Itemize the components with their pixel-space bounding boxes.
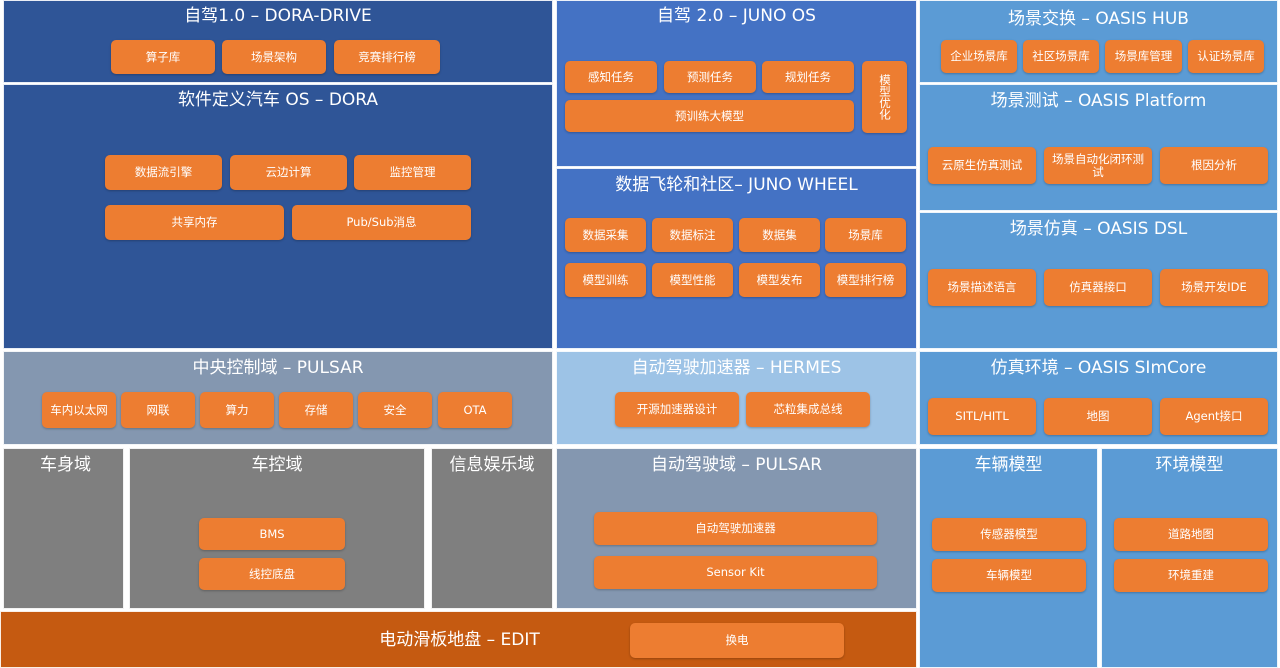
- vehicle-model-panel: 车辆模型 传感器模型 车辆模型: [919, 448, 1098, 668]
- open-accelerator-design-button[interactable]: 开源加速器设计: [615, 392, 739, 427]
- planning-task-button[interactable]: 规划任务: [762, 61, 854, 93]
- battery-swap-button[interactable]: 换电: [630, 623, 844, 658]
- bms-button[interactable]: BMS: [199, 518, 345, 550]
- vehicle-model-button[interactable]: 车辆模型: [932, 559, 1086, 592]
- pulsar-ad-panel: 自动驾驶域 – PULSAR 自动驾驶加速器 Sensor Kit: [556, 448, 917, 609]
- juno-wheel-title: 数据飞轮和社区– JUNO WHEEL: [615, 175, 858, 195]
- agent-interface-button[interactable]: Agent接口: [1160, 398, 1268, 435]
- scenario-closed-loop-test-button[interactable]: 场景自动化闭环测试: [1044, 147, 1152, 184]
- scenario-description-language-button[interactable]: 场景描述语言: [928, 269, 1036, 306]
- oasis-hub-panel: 场景交换 – OASIS HUB 企业场景库 社区场景库 场景库管理 认证场景库: [919, 0, 1278, 83]
- map-button[interactable]: 地图: [1044, 398, 1152, 435]
- ota-button[interactable]: OTA: [438, 392, 512, 428]
- hermes-panel: 自动驾驶加速器 – HERMES 开源加速器设计 芯粒集成总线: [556, 351, 917, 445]
- pretrained-model-button[interactable]: 预训练大模型: [565, 100, 854, 132]
- oasis-simcore-panel: 仿真环境 – OASIS SImCore SITL/HITL 地图 Agent接…: [919, 351, 1278, 445]
- shared-memory-button[interactable]: 共享内存: [105, 205, 284, 240]
- model-release-button[interactable]: 模型发布: [739, 263, 820, 297]
- chiplet-bus-button[interactable]: 芯粒集成总线: [746, 392, 870, 427]
- model-leaderboard-button[interactable]: 模型排行榜: [825, 263, 906, 297]
- enterprise-scenario-library-button[interactable]: 企业场景库: [941, 40, 1017, 73]
- infotainment-domain-title: 信息娱乐域: [449, 455, 535, 475]
- model-optimization-button[interactable]: 模型优化: [862, 61, 907, 133]
- simulator-interface-button[interactable]: 仿真器接口: [1044, 269, 1152, 306]
- hermes-title: 自动驾驶加速器 – HERMES: [631, 358, 842, 378]
- oasis-platform-title: 场景测试 – OASIS Platform: [990, 91, 1207, 111]
- env-model-panel: 环境模型 道路地图 环境重建: [1101, 448, 1278, 668]
- juno-os-title: 自驾 2.0 – JUNO OS: [657, 6, 816, 26]
- scenario-ide-button[interactable]: 场景开发IDE: [1160, 269, 1268, 306]
- root-cause-analysis-button[interactable]: 根因分析: [1160, 147, 1268, 184]
- juno-wheel-panel: 数据飞轮和社区– JUNO WHEEL 数据采集 数据标注 数据集 场景库 模型…: [556, 168, 917, 349]
- chassis-domain-title: 车控域: [251, 455, 303, 475]
- infotainment-domain-panel: 信息娱乐域: [431, 448, 553, 609]
- sensor-kit-button[interactable]: Sensor Kit: [594, 556, 877, 589]
- cloud-edge-computing-button[interactable]: 云边计算: [230, 155, 347, 190]
- drive-by-wire-chassis-button[interactable]: 线控底盘: [199, 558, 345, 590]
- env-reconstruction-button[interactable]: 环境重建: [1114, 559, 1268, 592]
- road-map-button[interactable]: 道路地图: [1114, 518, 1268, 551]
- sitl-hitl-button[interactable]: SITL/HITL: [928, 398, 1036, 435]
- oasis-dsl-panel: 场景仿真 – OASIS DSL 场景描述语言 仿真器接口 场景开发IDE: [919, 212, 1278, 349]
- env-model-title: 环境模型: [1155, 455, 1224, 475]
- scene-architecture-button[interactable]: 场景架构: [222, 40, 326, 74]
- dataflow-engine-button[interactable]: 数据流引擎: [105, 155, 222, 190]
- storage-button[interactable]: 存储: [279, 392, 353, 428]
- in-vehicle-ethernet-button[interactable]: 车内以太网: [42, 392, 116, 428]
- prediction-task-button[interactable]: 预测任务: [664, 61, 756, 93]
- oasis-platform-panel: 场景测试 – OASIS Platform 云原生仿真测试 场景自动化闭环测试 …: [919, 84, 1278, 211]
- oasis-dsl-title: 场景仿真 – OASIS DSL: [1009, 219, 1188, 239]
- computing-power-button[interactable]: 算力: [200, 392, 274, 428]
- pulsar-ad-title: 自动驾驶域 – PULSAR: [650, 455, 823, 475]
- cloud-native-sim-test-button[interactable]: 云原生仿真测试: [928, 147, 1036, 184]
- ad-accelerator-button[interactable]: 自动驾驶加速器: [594, 512, 877, 545]
- pubsub-messaging-button[interactable]: Pub/Sub消息: [292, 205, 471, 240]
- dataset-button[interactable]: 数据集: [739, 218, 820, 252]
- leaderboard-button[interactable]: 竞赛排行榜: [334, 40, 440, 74]
- monitoring-button[interactable]: 监控管理: [354, 155, 471, 190]
- body-domain-title: 车身域: [40, 455, 91, 475]
- juno-os-panel: 自驾 2.0 – JUNO OS 感知任务 预测任务 规划任务 预训练大模型 模…: [556, 0, 917, 167]
- model-performance-button[interactable]: 模型性能: [652, 263, 733, 297]
- data-collection-button[interactable]: 数据采集: [565, 218, 646, 252]
- pulsar-central-title: 中央控制域 – PULSAR: [192, 358, 364, 378]
- oasis-simcore-title: 仿真环境 – OASIS SImCore: [990, 358, 1207, 378]
- dora-drive-title: 自驾1.0 – DORA-DRIVE: [184, 6, 372, 26]
- data-labeling-button[interactable]: 数据标注: [652, 218, 733, 252]
- dora-os-panel: 软件定义汽车 OS – DORA 数据流引擎 云边计算 监控管理 共享内存 Pu…: [3, 84, 553, 349]
- community-scenario-library-button[interactable]: 社区场景库: [1023, 40, 1099, 73]
- scenario-library-management-button[interactable]: 场景库管理: [1105, 40, 1182, 73]
- dora-os-title: 软件定义汽车 OS – DORA: [177, 90, 379, 110]
- connectivity-button[interactable]: 网联: [121, 392, 195, 428]
- dora-drive-panel: 自驾1.0 – DORA-DRIVE 算子库 场景架构 竞赛排行榜: [3, 0, 553, 83]
- pulsar-central-panel: 中央控制域 – PULSAR 车内以太网 网联 算力 存储 安全 OTA: [3, 351, 553, 445]
- edit-panel: 电动滑板地盘 – EDIT 换电: [0, 611, 917, 668]
- certified-scenario-library-button[interactable]: 认证场景库: [1188, 40, 1264, 73]
- body-domain-panel: 车身域: [3, 448, 124, 609]
- sensor-model-button[interactable]: 传感器模型: [932, 518, 1086, 551]
- vehicle-model-title: 车辆模型: [974, 455, 1043, 475]
- edit-title: 电动滑板地盘 – EDIT: [379, 630, 540, 650]
- chassis-domain-panel: 车控域 BMS 线控底盘: [129, 448, 425, 609]
- oasis-hub-title: 场景交换 – OASIS HUB: [1008, 9, 1189, 29]
- model-training-button[interactable]: 模型训练: [565, 263, 646, 297]
- scenario-library-button[interactable]: 场景库: [825, 218, 906, 252]
- security-button[interactable]: 安全: [358, 392, 432, 428]
- operator-library-button[interactable]: 算子库: [111, 40, 215, 74]
- perception-task-button[interactable]: 感知任务: [565, 61, 657, 93]
